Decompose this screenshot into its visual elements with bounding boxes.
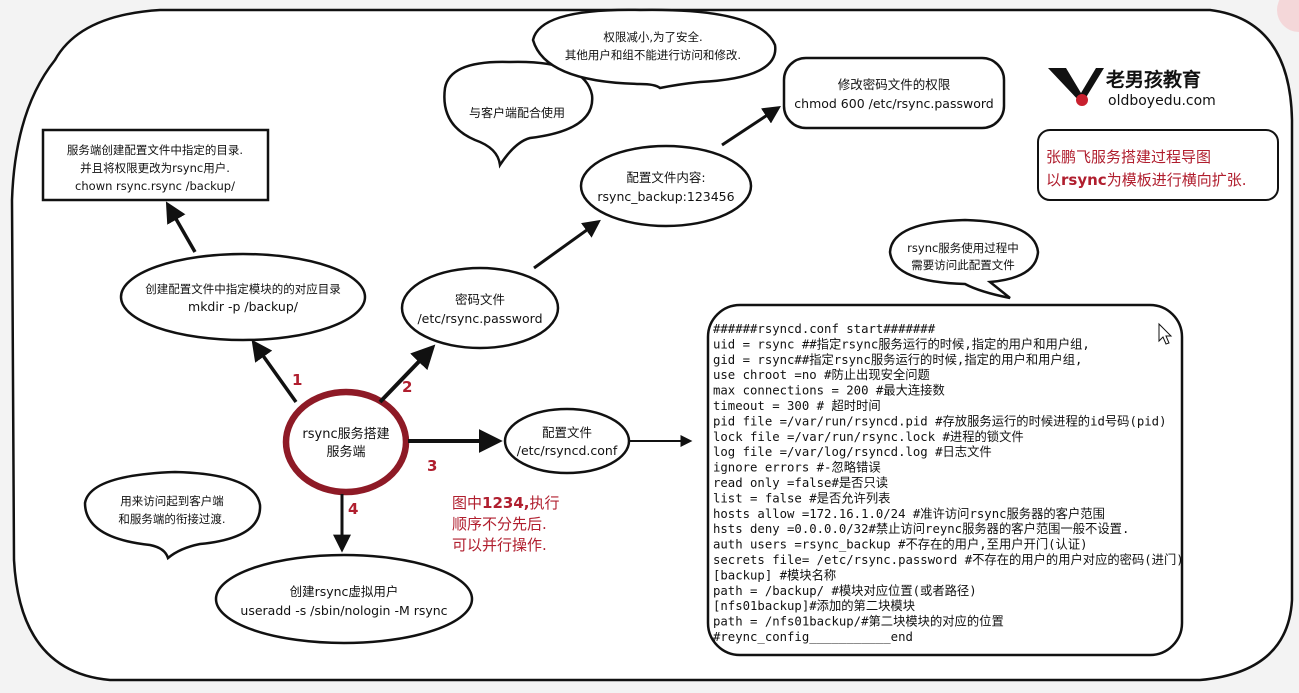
config-block: ######rsyncd.conf start#######uid = rsyn…	[706, 303, 1184, 657]
config-line: use chroot =no #防止出现安全问题	[713, 367, 930, 382]
config-line: ######rsyncd.conf start#######	[713, 322, 936, 336]
config-line: lock file =/var/run/rsync.lock #进程的锁文件	[713, 429, 1024, 444]
config-line: ignore errors #-忽略错误	[713, 460, 881, 475]
center-line2: 服务端	[326, 444, 365, 460]
user-bubble: 用来访问起到客户端 和服务端的衔接过渡.	[83, 470, 262, 561]
config-line: path = /nfs01backup/#第二块模块的对应的位置	[713, 614, 1004, 629]
center-node: rsync服务搭建 服务端	[282, 388, 410, 496]
step-1-label: 1	[292, 371, 302, 389]
step-4-label: 4	[348, 500, 358, 518]
backup-dir-line2: 并且将权限更改为rsync用户.	[80, 161, 230, 175]
oldboy-logo: 老男孩教育 oldboyedu.com	[1042, 60, 1232, 112]
config-line: hosts allow =172.16.1.0/24 #准许访问rsync服务器…	[713, 506, 1105, 521]
config-node: 配置文件 /etc/rsyncd.conf	[503, 407, 631, 475]
config-line: [nfs01backup]#添加的第二块模块	[713, 598, 915, 613]
config-line: secrets file= /etc/rsync.password #不存在的用…	[713, 552, 1184, 567]
config-line2: /etc/rsyncd.conf	[517, 443, 618, 458]
config-line: read only =false#是否只读	[713, 476, 888, 490]
arrow-mkdir-to-box	[165, 201, 197, 253]
security-bubble: 权限减小,为了安全. 其他用户和组不能进行访问和修改.	[531, 8, 777, 90]
password-content-line2: rsync_backup:123456	[597, 189, 734, 204]
user-node: 创建rsync虚拟用户 useradd -s /sbin/nologin -M …	[214, 553, 474, 645]
step-2-label: 2	[402, 378, 412, 396]
user-node-line1: 创建rsync虚拟用户	[290, 584, 399, 599]
config-line: [backup] #模块名称	[713, 567, 836, 582]
mouse-cursor-icon	[1158, 322, 1173, 345]
chmod-line1: 修改密码文件的权限	[838, 77, 951, 92]
config-line: #reync_config___________end	[713, 630, 913, 644]
config-line: path = /backup/ #模块对应位置(或者路径)	[713, 583, 977, 598]
client-bubble-text: 与客户端配合使用	[469, 105, 565, 120]
mkdir-node: 创建配置文件中指定模块的的对应目录 mkdir -p /backup/	[119, 252, 367, 342]
logo-dot	[1076, 94, 1088, 106]
user-node-line2: useradd -s /sbin/nologin -M rsync	[240, 603, 447, 618]
config-bubble-line1: rsync服务使用过程中	[907, 241, 1019, 255]
user-bubble-line1: 用来访问起到客户端	[120, 494, 224, 508]
config-line: uid = rsync ##指定rsync服务运行的时候,指定的用户和用户组,	[713, 336, 1090, 351]
arrow-center-to-password	[378, 344, 436, 404]
mkdir-line1: 创建配置文件中指定模块的的对应目录	[145, 282, 341, 296]
user-bubble-line2: 和服务端的衔接过渡.	[118, 512, 225, 526]
connectors	[165, 106, 782, 553]
config-line: log file =/var/log/rsyncd.log #日志文件	[713, 444, 992, 459]
config-line: timeout = 300 # 超时时间	[713, 398, 881, 413]
client-bubble: 与客户端配合使用	[443, 60, 594, 169]
config-line: max connections = 200 #最大连接数	[713, 383, 945, 398]
guide-note-line1: 张鹏飞服务搭建过程导图	[1046, 148, 1211, 166]
password-line2: /etc/rsync.password	[417, 311, 542, 326]
order-note-line1: 图中1234,执行	[452, 494, 559, 512]
center-line1: rsync服务搭建	[302, 426, 389, 442]
arrow-password-to-content	[533, 219, 601, 270]
guide-note-line2: 以rsync为模板进行横向扩张.	[1046, 171, 1246, 189]
config-line: auth users =rsync_backup #不存在的用户,至用户开门(认…	[713, 537, 1088, 552]
order-note-line3: 可以并行操作.	[452, 536, 547, 554]
password-line1: 密码文件	[455, 292, 505, 307]
order-note: 图中1234,执行 顺序不分先后. 可以并行操作.	[452, 494, 559, 554]
corner-decoration	[1277, 0, 1299, 32]
config-line1: 配置文件	[542, 425, 592, 440]
chmod-box: 修改密码文件的权限 chmod 600 /etc/rsync.password	[782, 56, 1006, 130]
backup-dir-box: 服务端创建配置文件中指定的目录. 并且将权限更改为rsync用户. chown …	[41, 128, 270, 202]
mkdir-line2: mkdir -p /backup/	[188, 299, 299, 314]
logo-site: oldboyedu.com	[1108, 93, 1216, 109]
config-bubble-line2: 需要访问此配置文件	[911, 258, 1015, 272]
security-bubble-line1: 权限减小,为了安全.	[603, 30, 702, 44]
logo-v-mark	[1048, 68, 1104, 104]
backup-dir-line3: chown rsync.rsync /backup/	[75, 179, 235, 193]
security-bubble-line2: 其他用户和组不能进行访问和修改.	[565, 48, 741, 62]
config-bubble: rsync服务使用过程中 需要访问此配置文件	[888, 218, 1040, 300]
arrow-content-to-chmod	[721, 106, 782, 147]
logo-brand: 老男孩教育	[1106, 68, 1201, 91]
password-content-node: 配置文件内容: rsync_backup:123456	[579, 144, 753, 228]
password-content-line1: 配置文件内容:	[626, 170, 705, 185]
arrow-center-to-mkdir	[251, 339, 298, 404]
config-lines: ######rsyncd.conf start#######uid = rsyn…	[713, 322, 1184, 644]
password-node: 密码文件 /etc/rsync.password	[400, 266, 560, 350]
config-line: pid file =/var/run/rsyncd.pid #存放服务运行的时候…	[713, 413, 1166, 428]
config-line: list = false #是否允许列表	[713, 490, 890, 505]
order-note-line2: 顺序不分先后.	[452, 515, 547, 533]
step-3-label: 3	[427, 457, 437, 475]
config-line: gid = rsync##指定rsync服务运行的时候,指定的用户和用户组,	[713, 352, 1082, 367]
chmod-line2: chmod 600 /etc/rsync.password	[794, 96, 993, 111]
config-line: hsts deny =0.0.0.0/32#禁止访问reync服务器的客户范围一…	[713, 521, 1129, 536]
backup-dir-line1: 服务端创建配置文件中指定的目录.	[67, 143, 243, 157]
guide-note: 张鹏飞服务搭建过程导图 以rsync为模板进行横向扩张.	[1037, 129, 1279, 201]
